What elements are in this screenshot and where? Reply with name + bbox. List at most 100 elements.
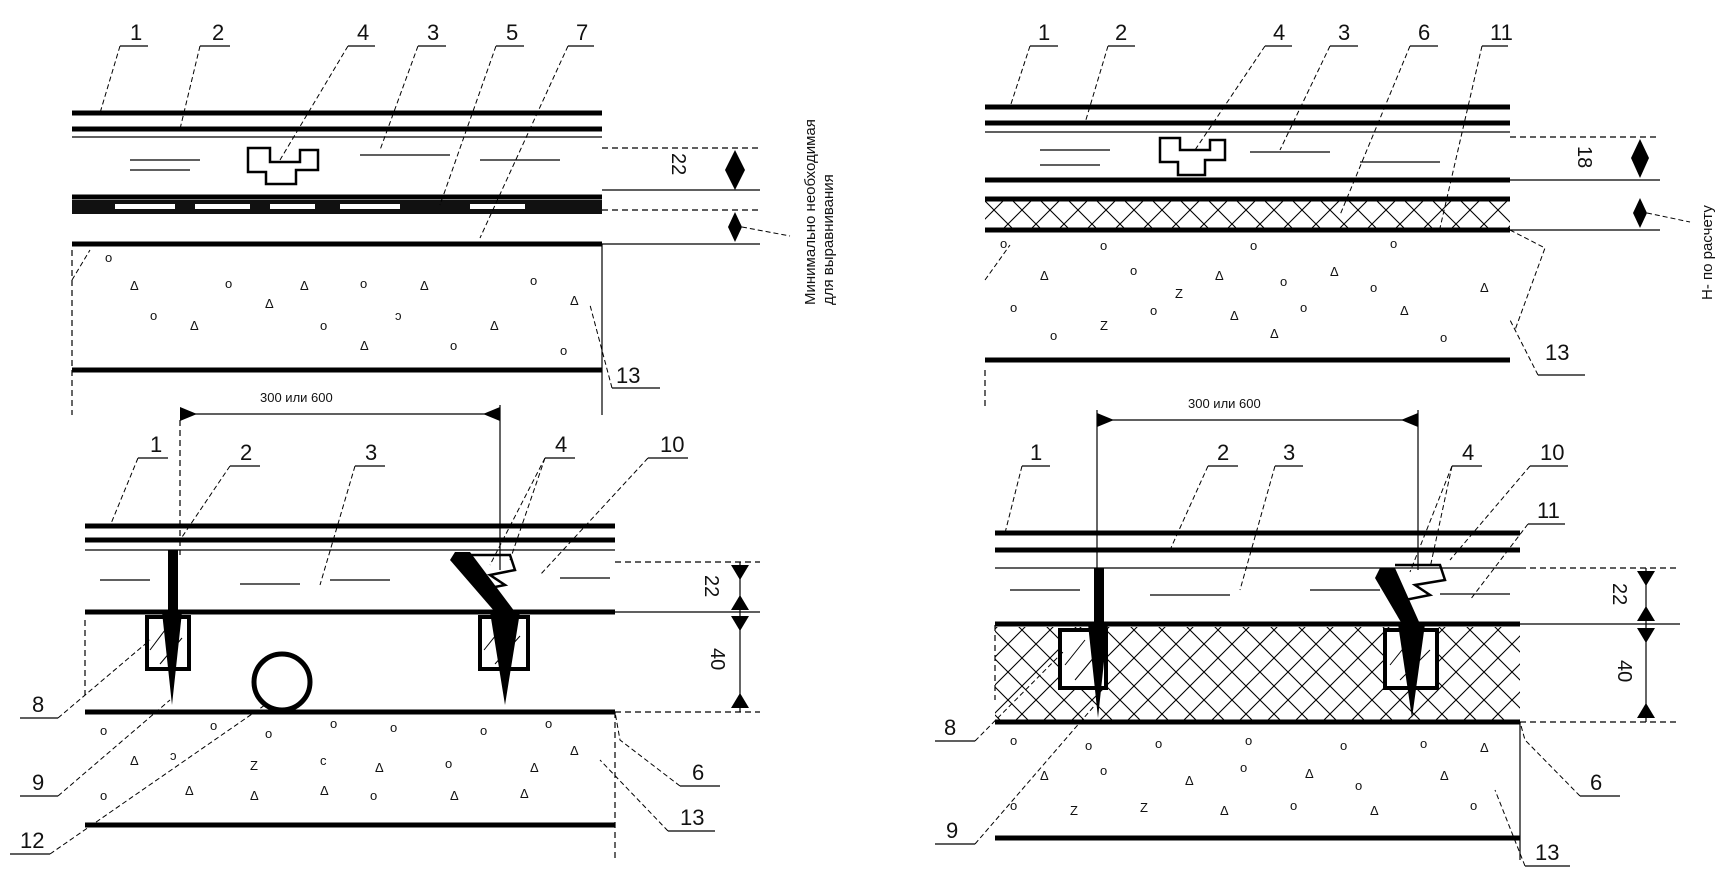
joist-left (1058, 568, 1108, 718)
svg-text:Δ: Δ (265, 296, 274, 311)
callout-label: 6 (1418, 20, 1430, 45)
note-tr: H- по расчету (1699, 205, 1715, 300)
svg-text:Z: Z (1140, 800, 1148, 815)
svg-text:o: o (100, 788, 107, 803)
svg-text:Z: Z (1070, 803, 1078, 818)
callouts-br: 1 2 3 4 10 11 8 9 6 13 (935, 440, 1620, 867)
svg-text:Δ: Δ (130, 278, 139, 293)
svg-text:o: o (265, 726, 272, 741)
svg-text:o: o (150, 308, 157, 323)
svg-text:o: o (225, 276, 232, 291)
svg-text:o: o (370, 788, 377, 803)
callouts-tl: 1 2 4 3 5 7 13 (71, 20, 660, 389)
svg-text:Δ: Δ (450, 788, 459, 803)
svg-text:Δ: Δ (360, 338, 369, 353)
dim-span-br: 300 или 600 (1188, 396, 1261, 411)
dimension-tr: 18 (1510, 136, 1691, 231)
arrow-marker (1633, 198, 1647, 228)
svg-text:Δ: Δ (130, 753, 139, 768)
callout-label: 3 (1283, 440, 1295, 465)
callouts-tr: 1 2 4 3 6 11 13 (984, 20, 1585, 376)
svg-text:o: o (1010, 798, 1017, 813)
svg-text:Δ: Δ (420, 278, 429, 293)
callout-label: 13 (1535, 840, 1559, 865)
svg-text:Δ: Δ (250, 788, 259, 803)
svg-text:Z: Z (1175, 286, 1183, 301)
svg-text:o: o (1155, 736, 1162, 751)
svg-text:o: o (1050, 328, 1057, 343)
callout-label: 9 (946, 818, 958, 843)
svg-text:o: o (545, 716, 552, 731)
svg-text:Z: Z (250, 758, 258, 773)
joist-right (450, 552, 530, 705)
svg-text:o: o (1470, 798, 1477, 813)
svg-text:o: o (530, 273, 537, 288)
svg-text:o: o (1420, 736, 1427, 751)
svg-text:o: o (1390, 236, 1397, 251)
callout-label: 11 (1490, 20, 1513, 45)
dim-height-br-top: 22 (1608, 583, 1630, 605)
callout-label: 10 (1540, 440, 1564, 465)
callout-label: 3 (427, 20, 439, 45)
svg-text:o: o (560, 343, 567, 358)
slot-strip (72, 200, 602, 214)
svg-text:o: o (1355, 778, 1362, 793)
callout-label: 4 (555, 432, 567, 457)
svg-text:o: o (210, 718, 217, 733)
joist-right (1375, 563, 1447, 718)
callout-label: 1 (1038, 20, 1050, 45)
svg-text:Δ: Δ (185, 783, 194, 798)
callouts-bl: 1 2 3 4 10 8 9 12 6 13 (10, 432, 720, 855)
note-tl-line2: для выравнивания (820, 174, 837, 305)
callout-label: 8 (32, 692, 44, 717)
svg-text:Δ: Δ (1185, 773, 1194, 788)
dim-height-br-bottom: 40 (1613, 660, 1635, 682)
dimension-tl: 22 (602, 147, 791, 245)
callout-label: 10 (660, 432, 684, 457)
dim-height-bl-top: 22 (700, 575, 722, 597)
svg-text:Δ: Δ (1230, 308, 1239, 323)
callout-label: 3 (1338, 20, 1350, 45)
svg-text:o: o (1100, 238, 1107, 253)
svg-text:Δ: Δ (320, 783, 329, 798)
callout-label: 1 (130, 20, 142, 45)
svg-text:Δ: Δ (1370, 803, 1379, 818)
svg-text:o: o (1300, 300, 1307, 315)
svg-text:Δ: Δ (530, 760, 539, 775)
svg-text:Δ: Δ (1440, 768, 1449, 783)
svg-text:Δ: Δ (1305, 766, 1314, 781)
joist-left (145, 550, 191, 705)
callout-label: 3 (365, 440, 377, 465)
svg-text:o: o (450, 338, 457, 353)
svg-text:o: o (1100, 763, 1107, 778)
svg-text:Δ: Δ (1040, 768, 1049, 783)
svg-text:o: o (1150, 303, 1157, 318)
tongue-joint (1158, 136, 1227, 177)
svg-text:Δ: Δ (1400, 303, 1409, 318)
svg-text:Z: Z (1100, 318, 1108, 333)
callout-label: 2 (212, 20, 224, 45)
dimension-bl: 22 40 (615, 561, 760, 713)
callout-label: 13 (616, 363, 640, 388)
callout-label: 2 (1217, 440, 1229, 465)
callout-label: 1 (1030, 440, 1042, 465)
callout-label: 9 (32, 770, 44, 795)
svg-text:Δ: Δ (520, 786, 529, 801)
arrow-marker (725, 150, 745, 190)
svg-text:o: o (1440, 330, 1447, 345)
svg-text:o: o (1245, 733, 1252, 748)
svg-text:Δ: Δ (570, 293, 579, 308)
svg-text:o: o (1370, 280, 1377, 295)
svg-text:o: o (1250, 238, 1257, 253)
svg-text:o: o (1000, 236, 1007, 251)
svg-text:o: o (1085, 738, 1092, 753)
insulation-layer (985, 200, 1510, 230)
callout-label: 13 (1545, 340, 1569, 365)
svg-text:o: o (445, 756, 452, 771)
dim-height-tr: 18 (1573, 146, 1595, 168)
